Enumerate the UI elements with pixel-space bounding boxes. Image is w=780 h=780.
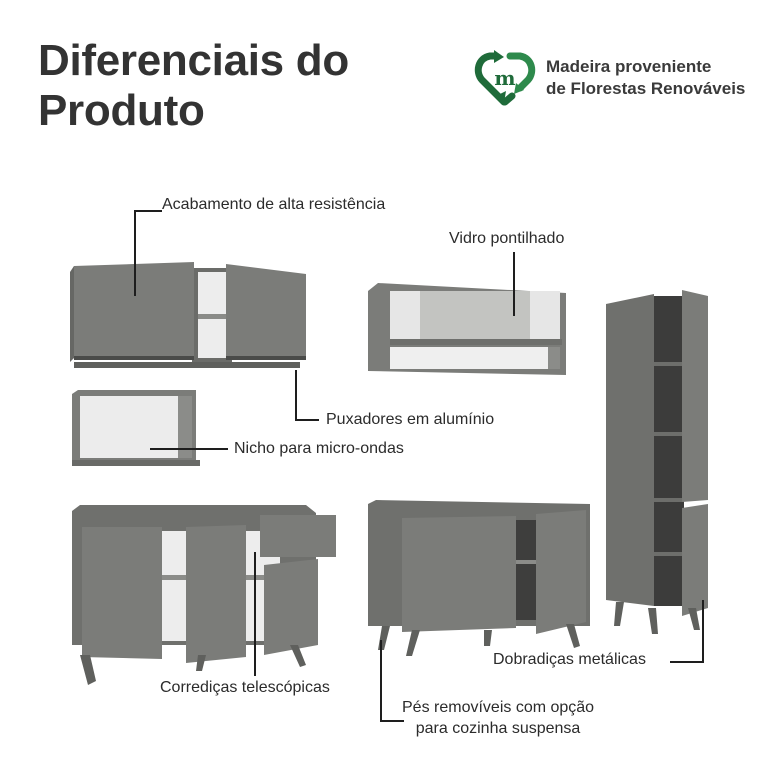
callout-line-hinges-v <box>702 600 704 663</box>
title-line-2: Produto <box>38 86 205 135</box>
microwave-niche-illustration <box>72 390 200 466</box>
callout-feet: Pés removíveis com opção para cozinha su… <box>402 697 594 739</box>
callout-finish: Acabamento de alta resistência <box>162 196 386 213</box>
badge-line-1: Madeira proveniente <box>546 57 712 76</box>
badge-text: Madeira proveniente de Florestas Renováv… <box>546 56 745 100</box>
wall-cabinet-doors-illustration <box>70 262 306 368</box>
callout-line-finish-v <box>134 210 136 296</box>
callout-line-microwave <box>150 448 228 450</box>
callout-line-feet-h <box>380 720 404 722</box>
sustainability-badge: m Madeira proveniente de Florestas Renov… <box>474 50 745 106</box>
callout-line-glass <box>513 252 515 316</box>
badge-line-2: de Florestas Renováveis <box>546 79 746 98</box>
glass-wall-cabinet-illustration <box>368 283 566 375</box>
callout-line-handles-h <box>295 419 319 421</box>
base-cabinet-doors-illustration <box>368 500 590 656</box>
callout-microwave: Nicho para micro-ondas <box>234 440 404 457</box>
tall-pantry-illustration <box>606 290 708 634</box>
callout-line-feet-v <box>380 640 382 722</box>
callout-line-finish-h <box>134 210 162 212</box>
recycle-heart-m-icon: m <box>474 50 536 106</box>
callout-line-hinges-h <box>670 661 704 663</box>
callout-slides: Corrediças telescópicas <box>160 679 330 696</box>
svg-text:m: m <box>494 66 515 90</box>
callout-feet-line-1: Pés removíveis com opção <box>402 699 595 716</box>
callout-line-handles-v <box>295 370 297 420</box>
callout-feet-line-2: para cozinha suspensa <box>415 720 581 737</box>
callout-hinges: Dobradiças metálicas <box>493 651 646 668</box>
callout-line-slides <box>254 552 256 676</box>
callout-glass: Vidro pontilhado <box>449 230 565 247</box>
title-line-1: Diferenciais do <box>38 36 349 85</box>
callout-handles: Puxadores em alumínio <box>326 411 495 428</box>
page-title: Diferenciais do Produto <box>38 36 349 136</box>
base-cabinet-drawer-illustration <box>72 505 336 685</box>
